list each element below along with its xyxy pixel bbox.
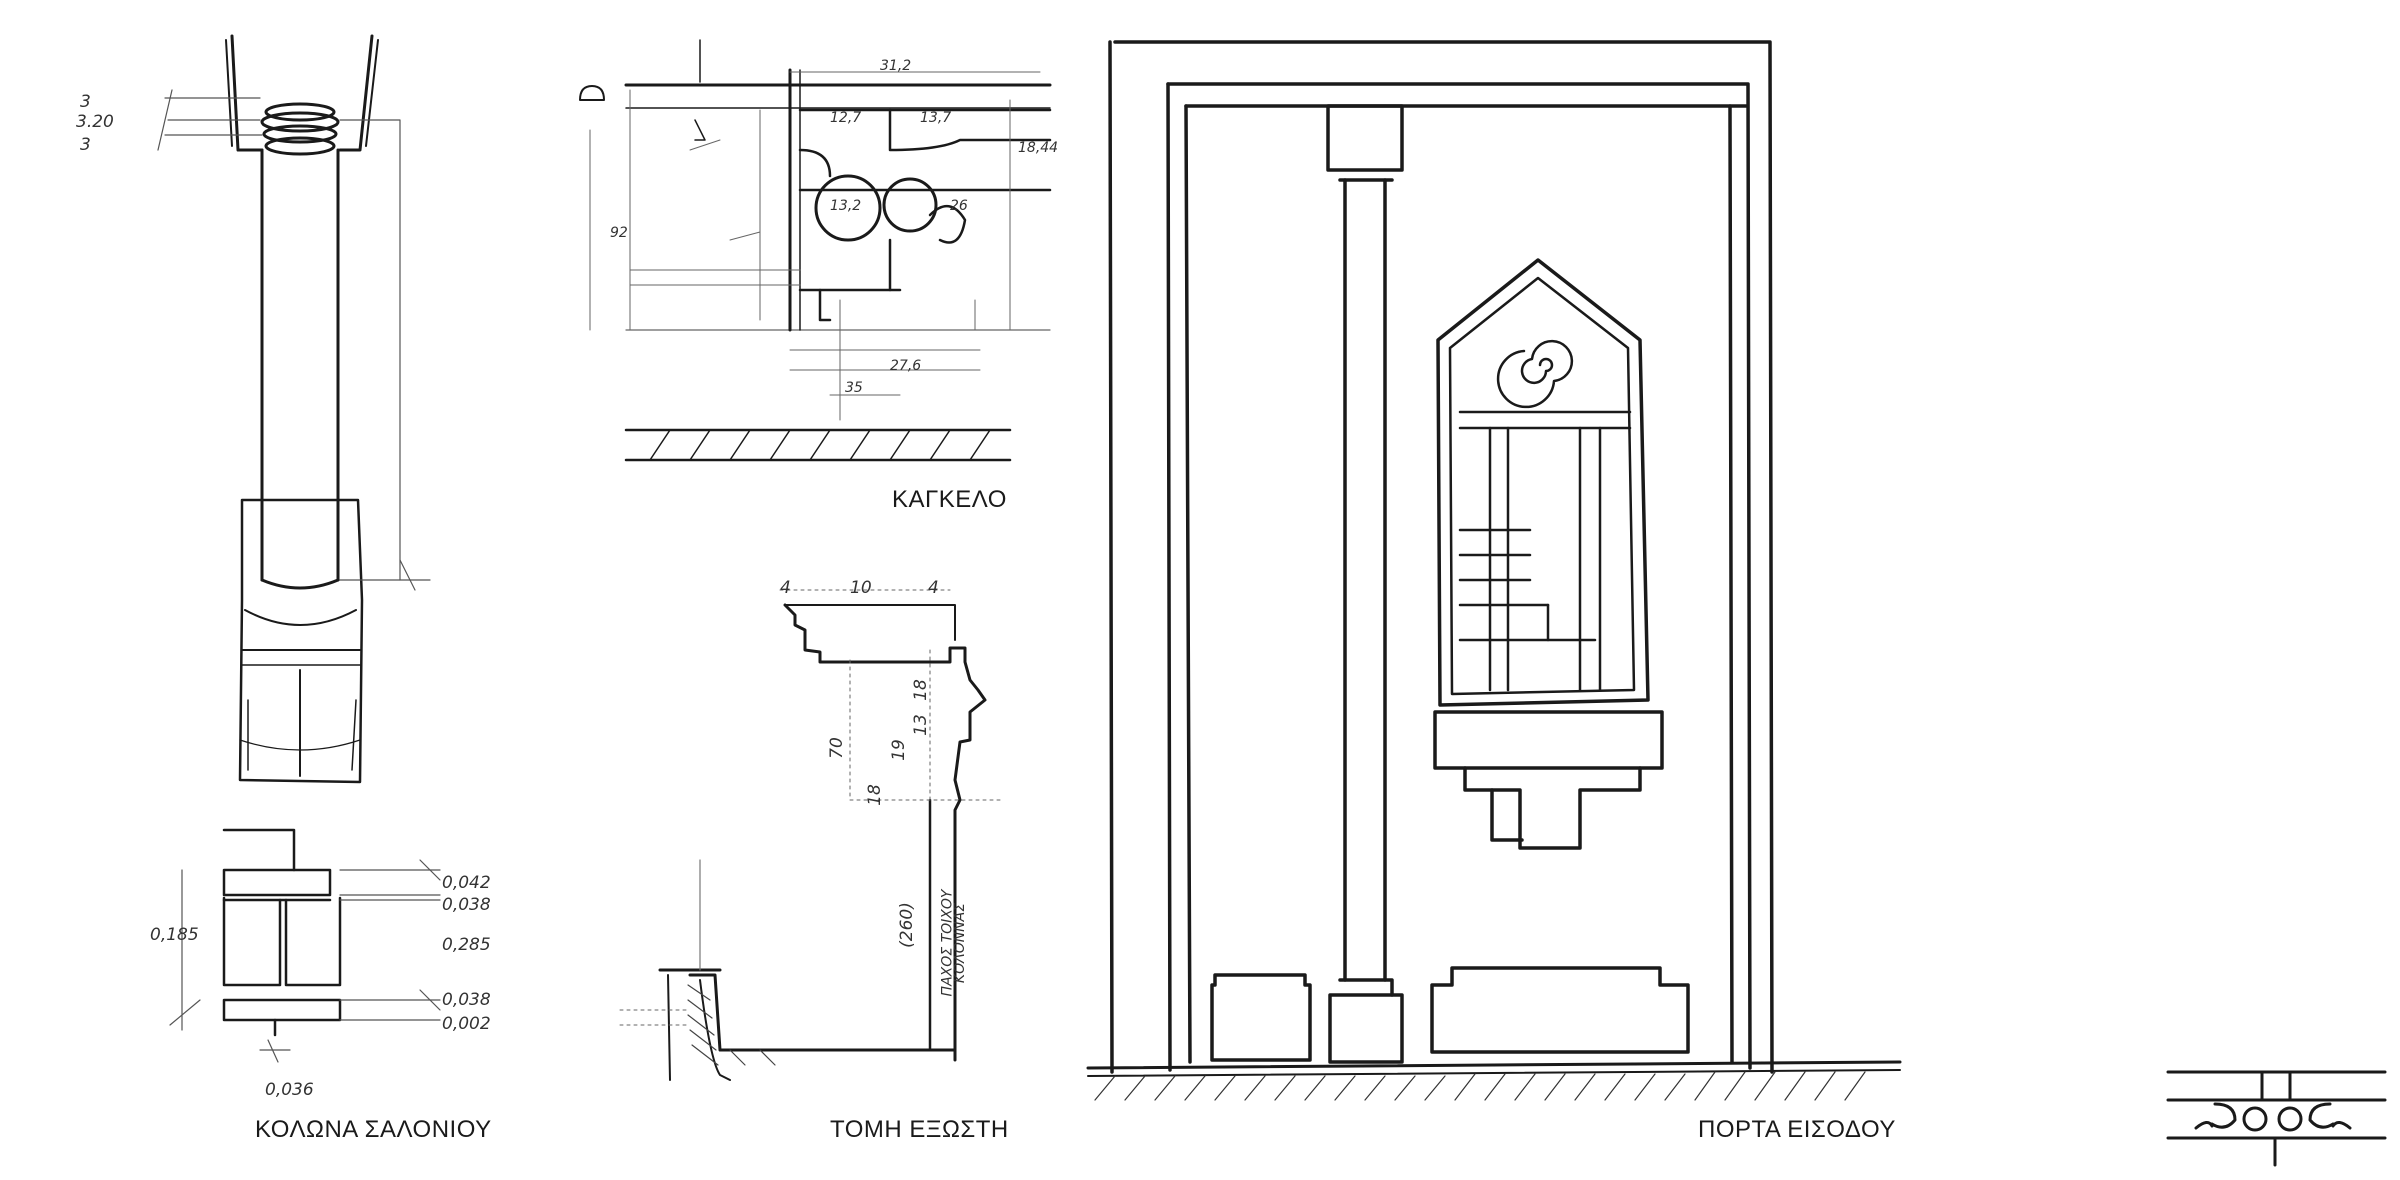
railing-dim-c1: 13,2: [830, 198, 862, 214]
column-dim-d5: 0,002: [442, 1014, 491, 1034]
balcony-dim-v5: 18: [910, 679, 931, 701]
balcony-dim-v3: 19: [888, 739, 909, 761]
ornament-logo-icon: [2166, 1070, 2387, 1167]
balcony-dim-top-mid: 10: [850, 578, 872, 598]
column-dim-top-c: 3: [80, 135, 91, 155]
balcony-dim-v4: 13: [910, 714, 931, 736]
caption-salon-column: ΚΟΛΩΝΑ ΣΑΛΟΝΙΟΥ: [255, 1116, 492, 1143]
column-dim-top-b: 3.20: [76, 112, 114, 132]
railing-drawing: [579, 39, 1052, 462]
balcony-dim-top-left: 4: [780, 578, 791, 598]
balcony-dim-top-right: 4: [928, 578, 939, 598]
railing-dim-c2: 26: [950, 198, 968, 214]
balcony-dim-side: (260): [896, 902, 917, 948]
caption-railing: ΚΑΓΚΕΛΟ: [892, 486, 1007, 513]
railing-dim-bottom: 27,6: [890, 358, 922, 374]
balcony-dim-v1: 70: [826, 737, 847, 759]
balcony-dim-v2: 18: [864, 784, 885, 806]
railing-dim-h1: 12,7: [830, 110, 862, 126]
caption-entrance-door: ΠΟΡΤΑ ΕΙΣΟΔΟΥ: [1698, 1116, 1896, 1143]
railing-dim-top: 31,2: [880, 58, 912, 74]
column-base-height: 0,185: [150, 925, 199, 945]
column-dim-d3: 0,285: [442, 935, 491, 955]
caption-balcony-section: ΤΟΜΗ ΕΞΩΣΤΗ: [830, 1116, 1009, 1143]
railing-dim-h2: 13,7: [920, 110, 952, 126]
balcony-section-drawing: [619, 589, 1001, 1081]
salon-column-drawing: [157, 34, 431, 784]
column-dim-top-a: 3: [80, 92, 91, 112]
railing-dim-r1: 18,44: [1018, 140, 1059, 156]
balcony-note-b: ΚΟΛΟΝΝΑΣ: [952, 902, 969, 984]
railing-dim-left: 92: [610, 225, 628, 241]
column-base-detail: [169, 828, 441, 1063]
column-dim-d2: 0,038: [442, 895, 491, 915]
column-dim-d1: 0,042: [442, 873, 491, 893]
column-base-width: 0,036: [265, 1080, 314, 1100]
railing-dim-b2: 35: [845, 380, 863, 396]
column-dim-d4: 0,038: [442, 990, 491, 1010]
entrance-door-drawing: [1086, 40, 1902, 1101]
